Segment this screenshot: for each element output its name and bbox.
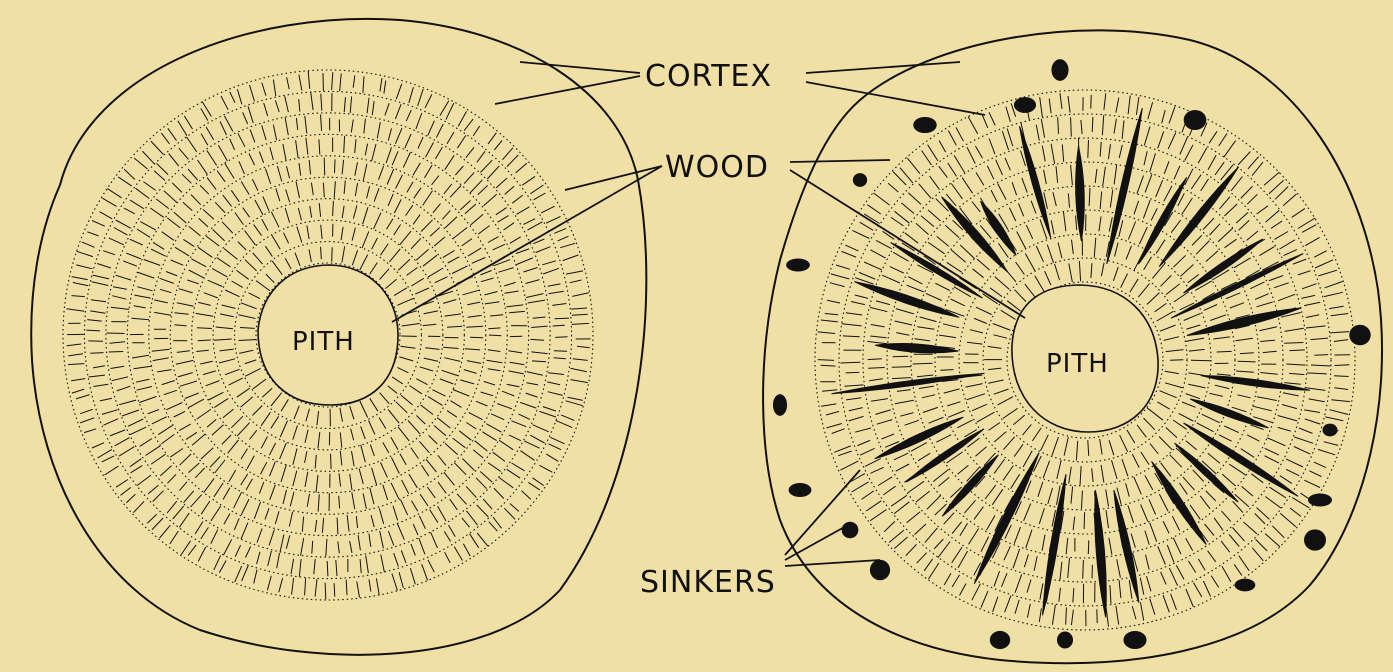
sinker [1107,108,1143,264]
cortex-leader-left-inner [495,76,640,104]
sinker [1043,474,1067,615]
cortex-spot [789,483,812,497]
cortex-leader-right-outer [806,62,960,73]
right-pith-label: PITH [1046,349,1109,379]
left-pith-label: PITH [292,327,355,357]
wood-leader-left-outer [565,166,662,190]
cortex-spot [913,117,936,133]
cortex-spot [1123,631,1146,649]
sinker [1190,399,1268,428]
cortex-spot [1051,59,1068,81]
cortex-spot [842,522,859,539]
sinker [1187,308,1302,336]
wood-leader-left-inner [392,166,662,322]
cortex-spot [1308,494,1332,507]
cortex-spot [1184,110,1207,130]
cortex-spot [990,631,1010,649]
healthy-stem-section: PITH [31,19,646,655]
cortex-spot [1349,325,1370,346]
cortex-spot [1014,97,1036,113]
cortex-spot [773,394,787,416]
sinker [832,374,984,394]
sinkers-leader-3 [785,560,880,566]
cortex-spot [1323,424,1338,437]
cortex-spot [1304,529,1326,550]
infected-stem-section: PITH [763,30,1382,663]
cortex-spot [1235,579,1256,592]
sinker [1095,490,1106,617]
cortex-spot [1057,631,1073,648]
cortex-spot [853,173,867,187]
wood-leader-right-outer [790,160,890,162]
cortex-leader-left-outer [520,62,640,73]
sinkers-label: SINKERS [640,565,776,600]
sinker [1184,423,1299,496]
cortex-label: CORTEX [645,59,772,94]
sinker [1152,461,1207,544]
sinkers-leader-1 [785,470,860,555]
cortex-leader-right-inner [806,82,985,115]
cortex-spot [786,259,810,272]
wood-label: WOOD [665,150,769,185]
sinker [891,243,983,299]
sinker [1184,239,1263,293]
sinker [1201,376,1310,391]
cortex-spot [870,560,890,580]
sinkers-leader-2 [785,525,848,560]
